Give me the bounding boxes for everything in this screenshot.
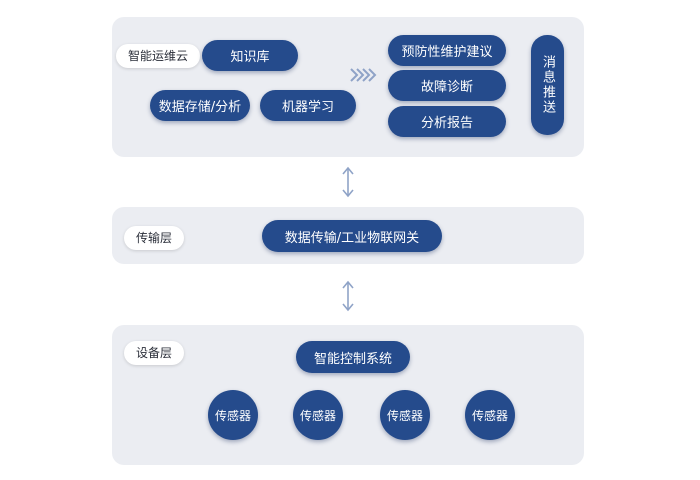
transport-layer-tag: 传输层 [124, 226, 185, 250]
sensor-node: 传感器 [293, 390, 343, 440]
double-arrow-icon [342, 280, 354, 312]
preventive-maintenance-node: 预防性维护建议 [388, 35, 506, 66]
iot-gateway-node: 数据传输/工业物联网关 [262, 220, 442, 252]
sensor-node: 传感器 [465, 390, 515, 440]
message-push-node: 消息推送 [531, 35, 564, 135]
knowledge-base-node: 知识库 [202, 40, 298, 71]
fault-diagnosis-node: 故障诊断 [388, 70, 506, 101]
cloud-layer-panel [112, 17, 584, 157]
sensor-node: 传感器 [380, 390, 430, 440]
analysis-report-node: 分析报告 [388, 106, 506, 137]
flow-chevrons-icon [350, 68, 377, 82]
cloud-layer-tag: 智能运维云 [116, 44, 201, 68]
device-layer-tag: 设备层 [124, 341, 185, 365]
machine-learning-node: 机器学习 [260, 90, 356, 121]
sensor-node: 传感器 [208, 390, 258, 440]
smart-control-system-node: 智能控制系统 [296, 341, 410, 373]
data-storage-analysis-node: 数据存储/分析 [150, 90, 250, 121]
double-arrow-icon [342, 166, 354, 198]
